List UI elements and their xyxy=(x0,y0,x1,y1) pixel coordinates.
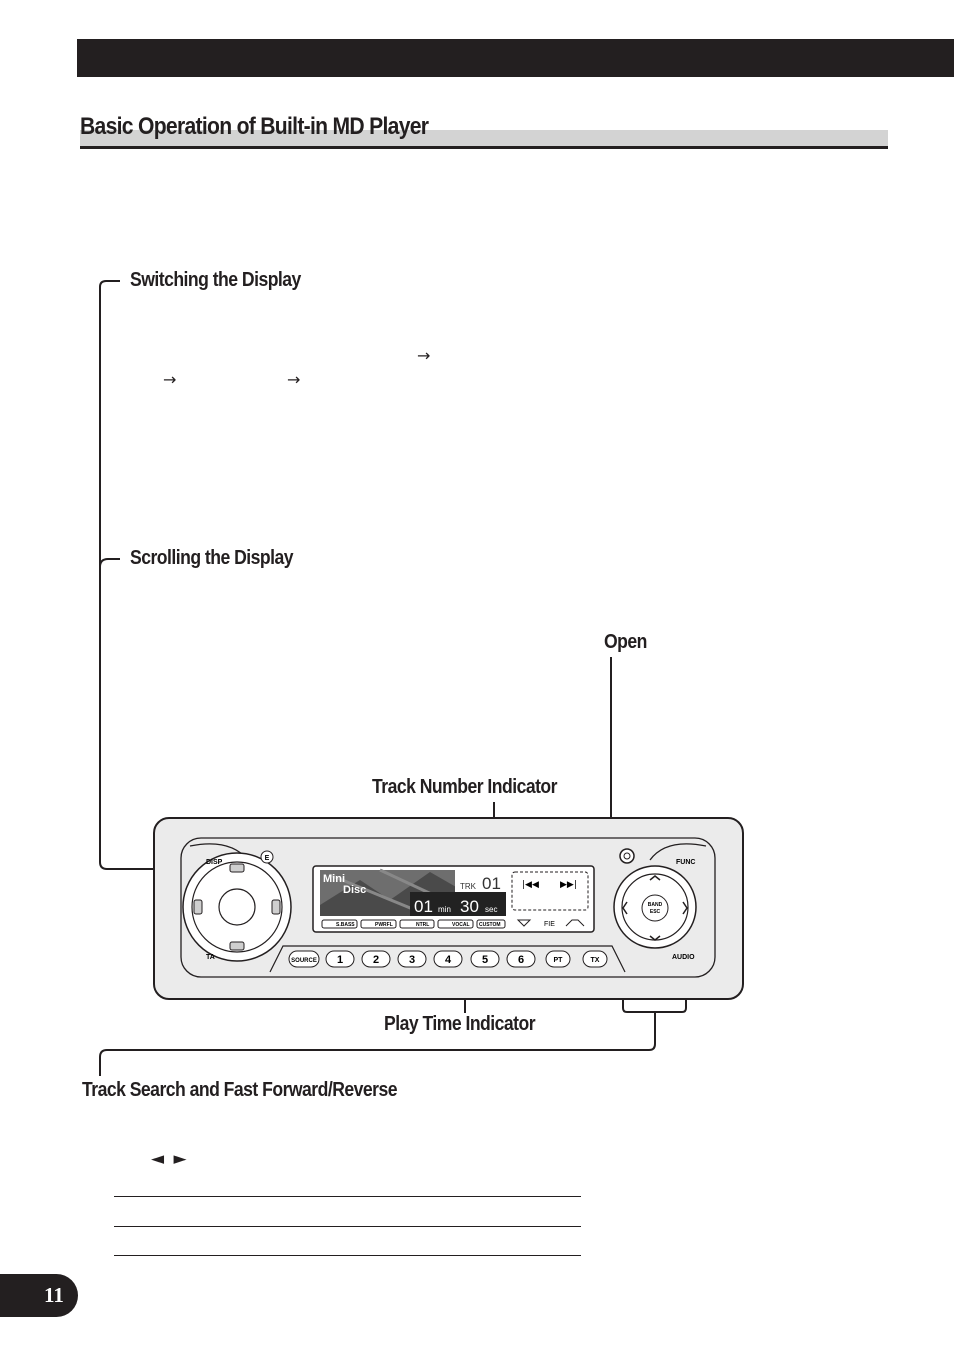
track-number-indicator-label: Track Number Indicator xyxy=(372,776,558,798)
table-rule xyxy=(114,1255,581,1256)
e-button-label: E xyxy=(265,855,270,862)
preset-2-label: 2 xyxy=(373,954,379,966)
eq-indicators: S.BASS PWRFL NTRL VOCAL CUSTOM xyxy=(321,919,506,929)
right-arrow-icon: → xyxy=(417,346,431,365)
preset-4-label: 4 xyxy=(445,954,452,966)
scrolling-display-label: Scrolling the Display xyxy=(130,547,294,569)
track-number-readout: 01 xyxy=(482,874,501,893)
up-chevron-icon xyxy=(649,875,661,881)
right-arrow-icon: → xyxy=(163,370,177,389)
down-chevron-icon xyxy=(649,935,661,941)
seconds-readout: 30 xyxy=(460,897,479,916)
eq-label: NTRL xyxy=(416,922,429,928)
minutes-readout: 01 xyxy=(414,897,433,916)
table-rule xyxy=(114,1196,581,1197)
trk-label: TRK xyxy=(460,882,477,891)
seek-arrows-icon: ◄ ► xyxy=(151,1149,189,1169)
fie-label: FIE xyxy=(544,921,555,928)
min-label: min xyxy=(438,905,451,914)
page-number: 11 xyxy=(44,1283,64,1307)
page-number-tab xyxy=(0,1274,78,1317)
preset-3-label: 3 xyxy=(409,954,415,966)
header-bar xyxy=(77,39,954,77)
next-track-icon: ▶▶| xyxy=(560,880,577,890)
preset-1-label: 1 xyxy=(337,954,343,966)
prev-track-icon: |◀◀ xyxy=(522,880,539,890)
pt-button-label: PT xyxy=(554,957,564,964)
right-chevron-icon xyxy=(682,901,688,915)
eq-label: CUSTOM xyxy=(479,922,501,928)
func-button-label: FUNC xyxy=(676,859,695,866)
page-title: Basic Operation of Built-in MD Player xyxy=(80,113,429,140)
switching-display-label: Switching the Display xyxy=(130,269,301,291)
table-rule xyxy=(114,1226,581,1227)
eq-label: VOCAL xyxy=(452,922,470,928)
source-button-label: SOURCE xyxy=(291,958,317,964)
tx-button-label: TX xyxy=(591,957,600,964)
eq-label: PWRFL xyxy=(375,922,393,928)
minidisc-logo: Disc xyxy=(343,884,366,896)
play-time-indicator-label: Play Time Indicator xyxy=(384,1013,536,1035)
ta-button-label: TA xyxy=(206,954,215,961)
band-label: BAND xyxy=(648,902,663,908)
left-chevron-icon xyxy=(622,901,628,915)
audio-button-label: AUDIO xyxy=(672,954,695,961)
track-search-label: Track Search and Fast Forward/Reverse xyxy=(82,1079,398,1101)
title-rule xyxy=(80,146,888,149)
title-band xyxy=(80,130,888,146)
open-label: Open xyxy=(604,631,647,653)
preset-5-label: 5 xyxy=(482,954,488,966)
eq-label: S.BASS xyxy=(336,922,355,928)
minidisc-logo: Mini xyxy=(323,873,345,885)
esc-label: ESC xyxy=(650,909,661,915)
preset-6-label: 6 xyxy=(518,954,524,966)
sec-label: sec xyxy=(485,905,497,914)
disp-button-label: DISP xyxy=(206,859,223,866)
right-arrow-icon: → xyxy=(287,370,301,389)
